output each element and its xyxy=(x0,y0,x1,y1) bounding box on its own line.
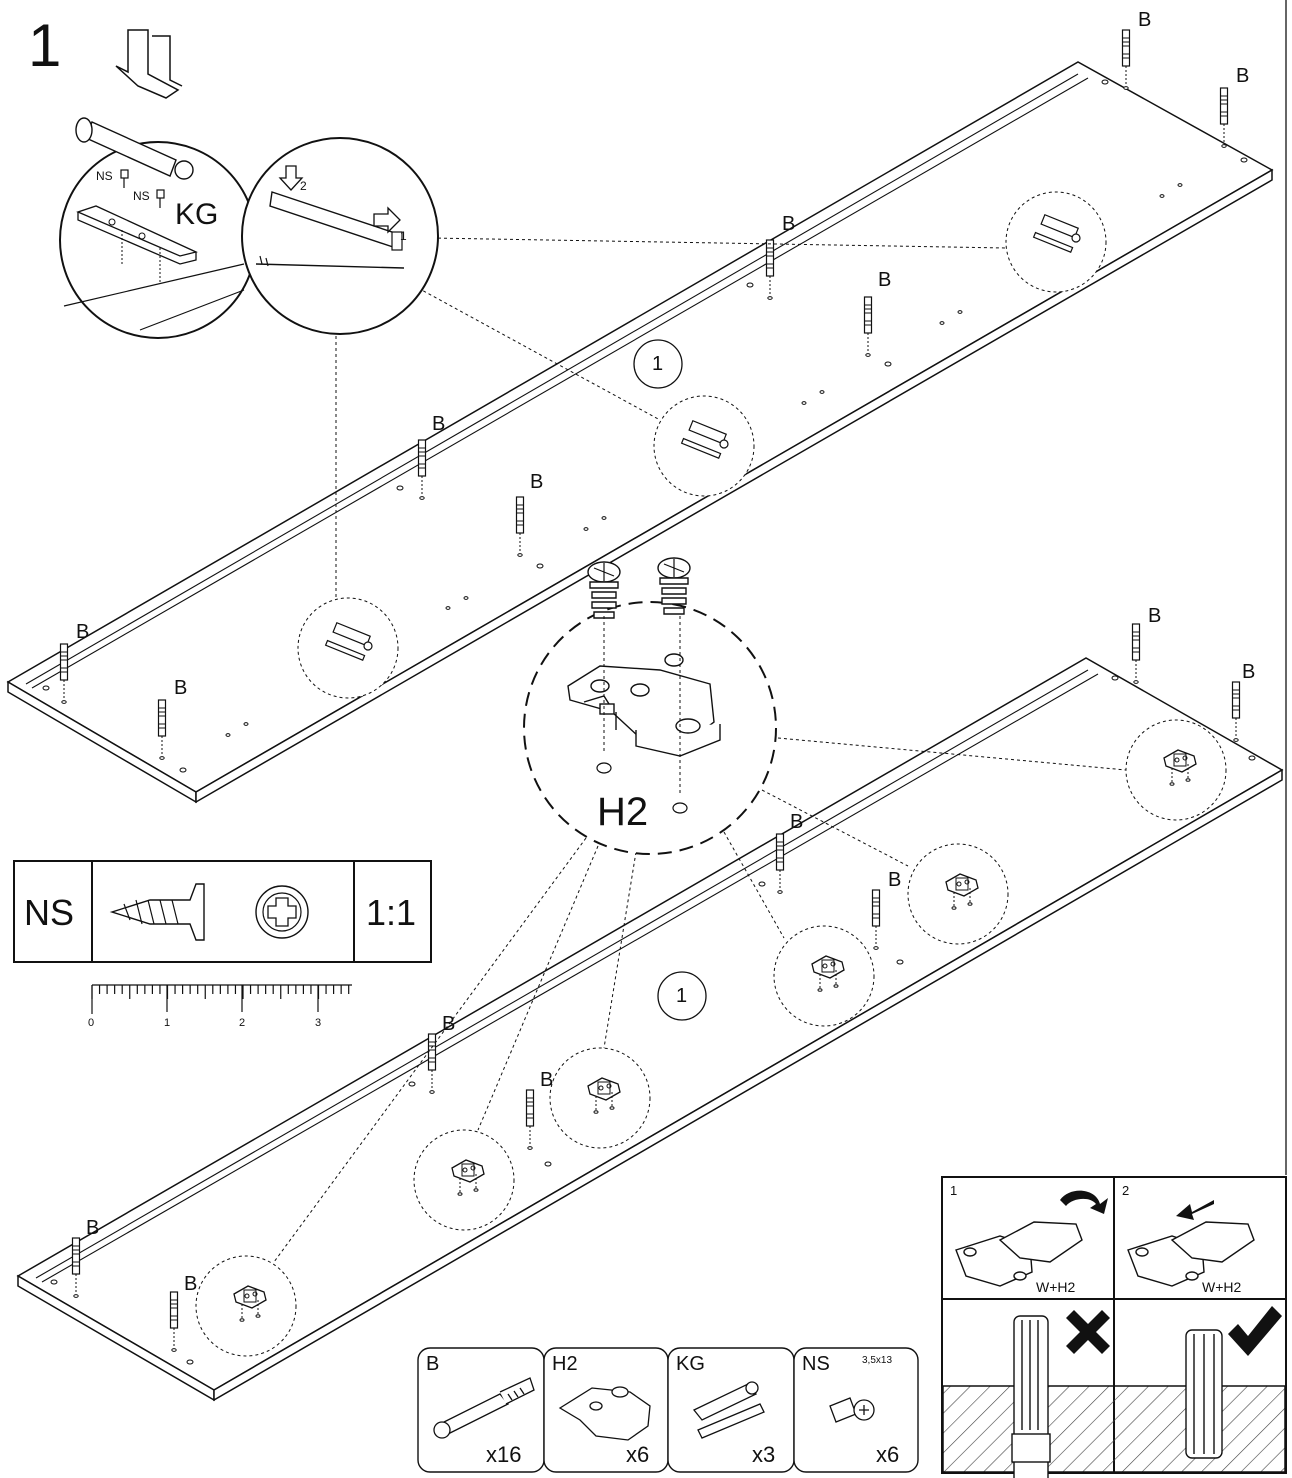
leader-lines xyxy=(273,237,1127,1263)
upper-panel xyxy=(6,29,1274,804)
dowel-label: B xyxy=(184,1273,198,1295)
insert-step-2-label: 2 xyxy=(300,179,307,193)
dowel-label: B xyxy=(86,1217,100,1239)
ns-detail-label-2: NS xyxy=(133,189,150,203)
kg-detail-label: KG xyxy=(175,198,219,231)
ns-scale-box xyxy=(13,860,432,963)
h2-detail xyxy=(523,557,777,855)
dowel-label: B xyxy=(442,1013,456,1035)
dowel-label: B xyxy=(1138,9,1152,31)
hinge-step-1-number: 1 xyxy=(950,1183,958,1198)
dowel-label: B xyxy=(1242,661,1256,683)
ruler-label-1: 1 xyxy=(164,1017,171,1029)
insert-step-1-label: 1 xyxy=(400,229,407,243)
lower-panel-ref: 1 xyxy=(676,985,688,1007)
ruler xyxy=(91,984,352,1014)
hinge-step-1-label: W+H2 xyxy=(1036,1279,1076,1295)
dowel-label: B xyxy=(888,869,902,891)
ns-scale-code: NS xyxy=(24,892,75,933)
dowel-label: B xyxy=(878,269,892,291)
part-ns-size: 3,5x13 xyxy=(862,1355,893,1366)
dowel-label: B xyxy=(432,413,446,435)
ruler-label-0: 0 xyxy=(88,1017,95,1029)
ns-detail-label-1: NS xyxy=(96,169,113,183)
dowel-label: B xyxy=(530,471,544,493)
part-b-qty: x16 xyxy=(486,1442,522,1467)
dowel-label: B xyxy=(1236,65,1250,87)
part-h2-code: H2 xyxy=(552,1353,578,1375)
hinge-step-2-label: W+H2 xyxy=(1202,1279,1242,1295)
dowel-label: B xyxy=(1148,605,1162,627)
dowel-label: B xyxy=(790,811,804,833)
hinge-step-2-number: 2 xyxy=(1122,1183,1130,1198)
part-h2-qty: x6 xyxy=(626,1442,650,1467)
dowel-label: B xyxy=(76,621,90,643)
parts-bins xyxy=(417,1347,919,1473)
hinge-instructions xyxy=(941,1176,1287,1478)
dowel-label: B xyxy=(782,213,796,235)
step-number: 1 xyxy=(28,12,62,79)
dowel-label: B xyxy=(174,677,188,699)
dowel-label: B xyxy=(540,1069,554,1091)
part-b-code: B xyxy=(426,1353,440,1375)
ruler-label-3: 3 xyxy=(315,1017,322,1029)
part-kg-code: KG xyxy=(676,1353,705,1375)
part-ns-code: NS xyxy=(802,1353,830,1375)
upper-panel-ref: 1 xyxy=(652,353,664,375)
part-ns-qty: x6 xyxy=(876,1442,900,1467)
kg-detail xyxy=(59,29,439,339)
ruler-label-2: 2 xyxy=(239,1017,246,1029)
part-kg-qty: x3 xyxy=(752,1442,776,1467)
h2-detail-label: H2 xyxy=(597,790,649,834)
lower-panel xyxy=(16,623,1284,1402)
ns-scale-ratio: 1:1 xyxy=(366,892,417,933)
